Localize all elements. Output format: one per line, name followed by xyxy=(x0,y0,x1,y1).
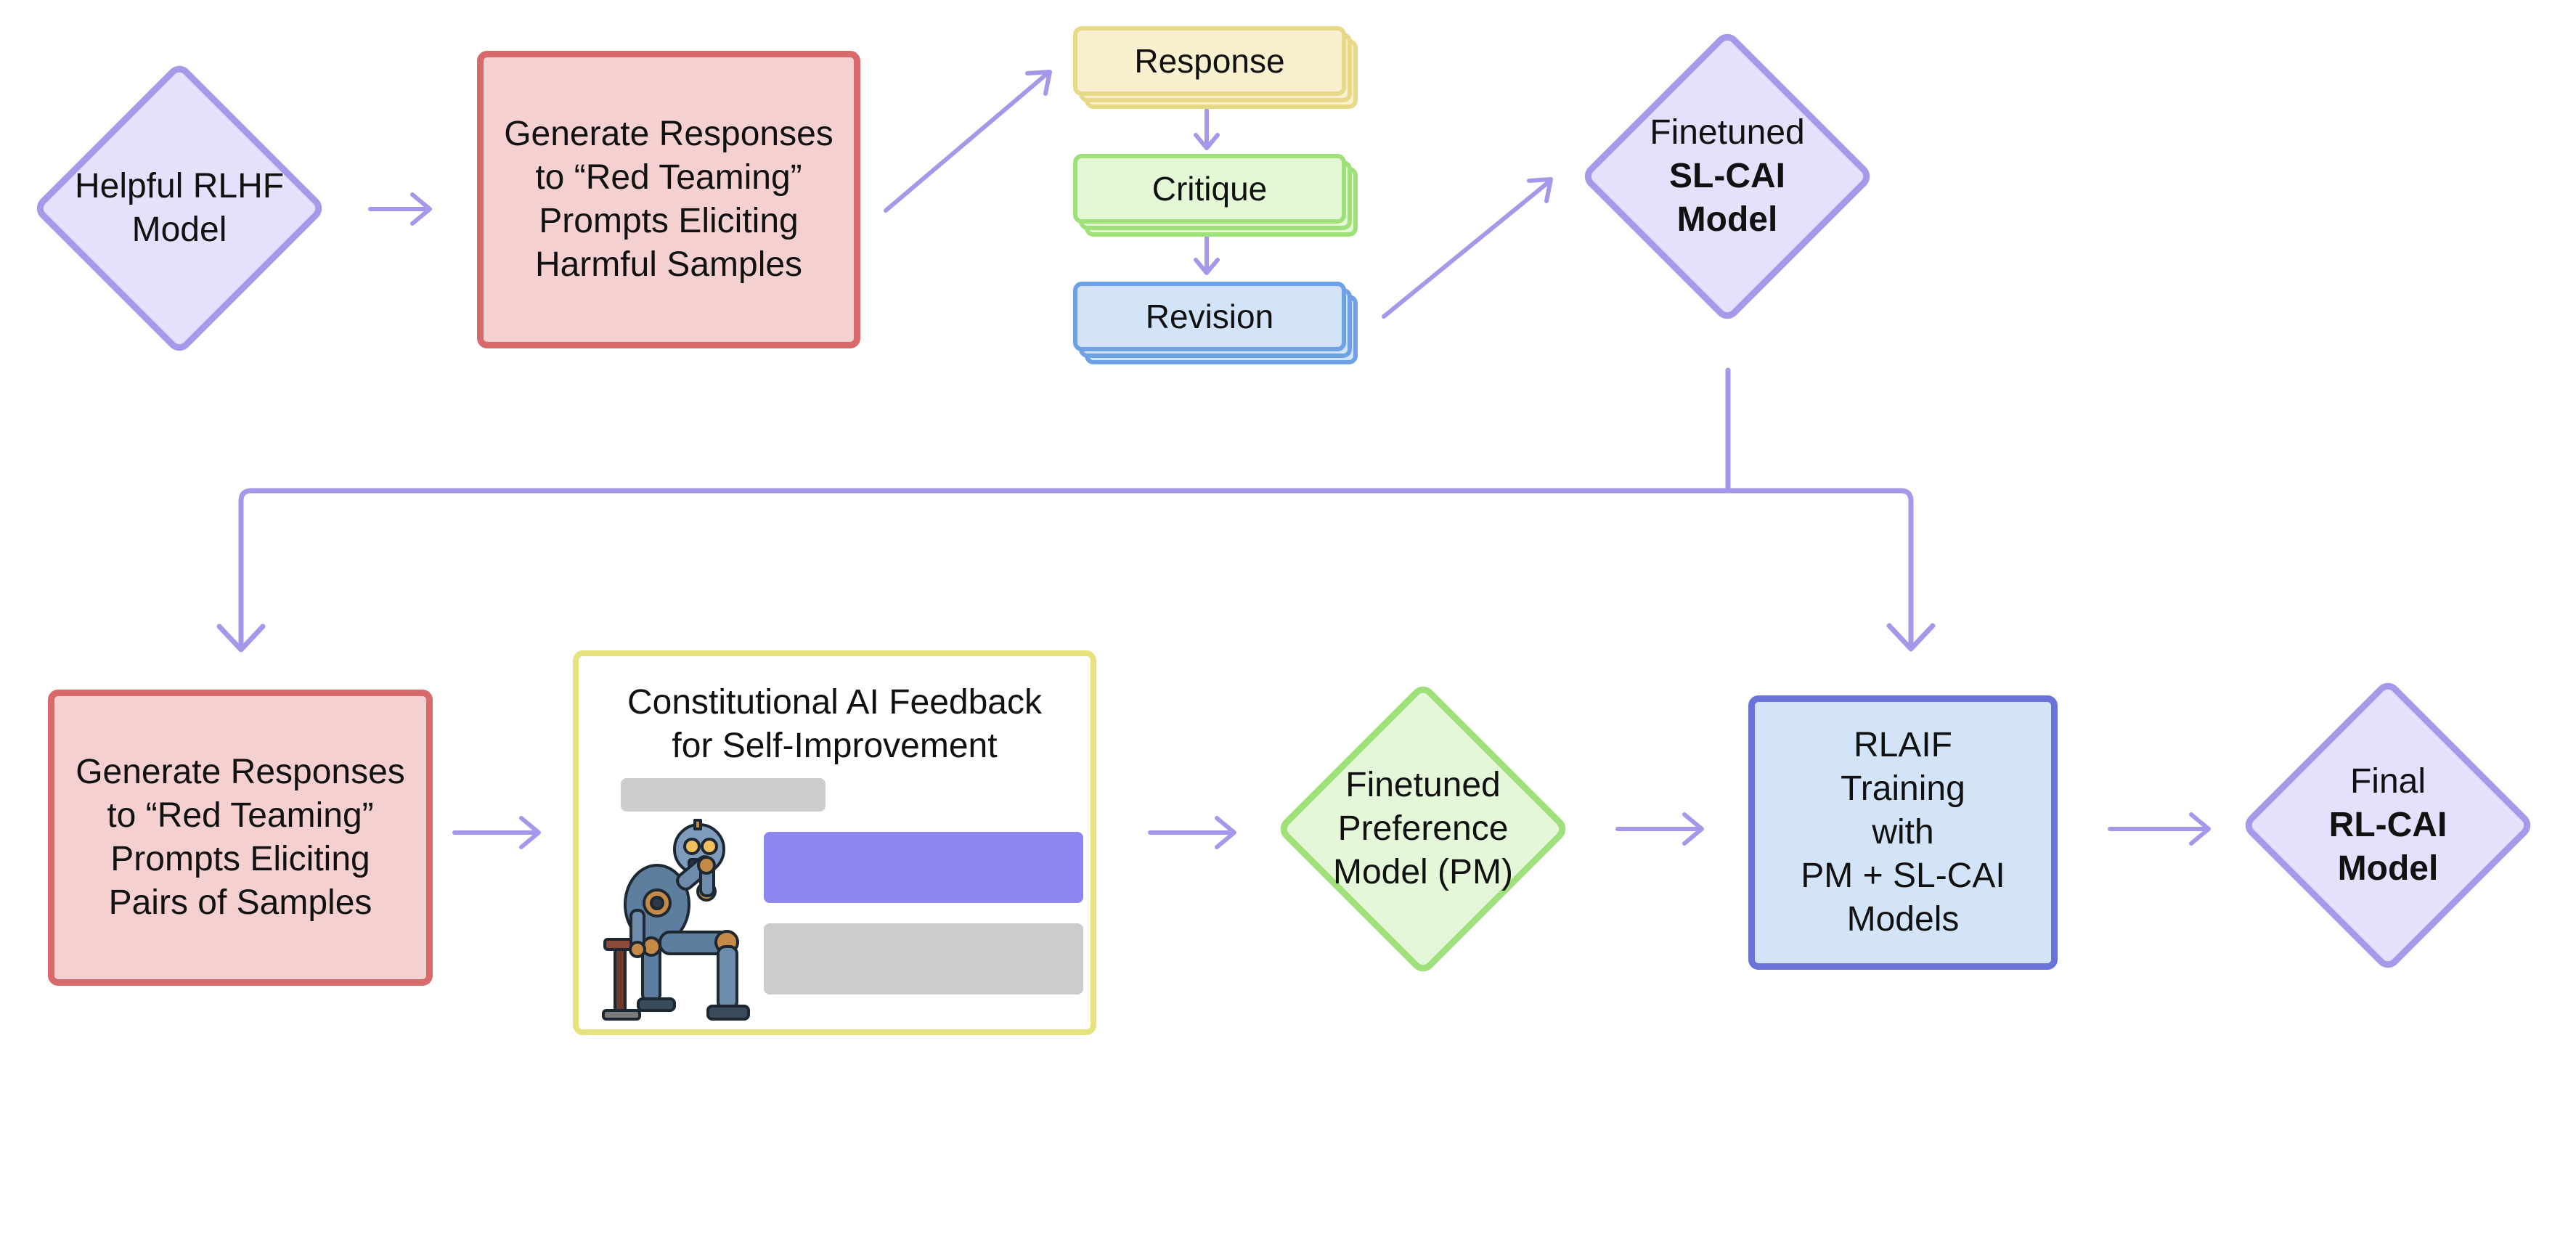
arrow-feedback-to-pm xyxy=(1148,816,1236,849)
branch-connector xyxy=(216,367,1936,653)
arrow-generate-to-feedback xyxy=(452,816,541,849)
generate-harmful-samples-node: Generate Responses to “Red Teaming” Prom… xyxy=(477,51,860,348)
response-stack: Response xyxy=(1073,26,1358,110)
node-label-line: Finetuned xyxy=(1345,766,1501,804)
node-label-line: Finetuned xyxy=(1650,113,1805,152)
node-label: Generate Responses to “Red Teaming” Prom… xyxy=(76,753,405,922)
response-label: Response xyxy=(1134,42,1285,80)
preference-model-node: Finetuned Preference Model (PM) xyxy=(1272,678,1574,980)
revision-stack: Revision xyxy=(1073,282,1358,366)
chat-bubble-header xyxy=(621,778,826,812)
arrow-rlaif-to-final xyxy=(2108,812,2211,846)
revision-label: Revision xyxy=(1145,298,1274,335)
node-label-line: RL-CAI xyxy=(2328,806,2447,844)
node-label: RLAIF Training with PM + SL-CAI Models xyxy=(1801,726,2005,939)
node-label-line: Model xyxy=(131,211,227,249)
node-label-line: Model (PM) xyxy=(1332,853,1514,891)
arrow-generate-to-response xyxy=(884,70,1052,213)
stack-layer xyxy=(1073,282,1346,351)
generate-pairs-node: Generate Responses to “Red Teaming” Prom… xyxy=(48,690,433,986)
constitutional-feedback-panel: Constitutional AI Feedback for Self-Impr… xyxy=(573,650,1096,1035)
rlaif-training-node: RLAIF Training with PM + SL-CAI Models xyxy=(1748,695,2058,970)
arrow-critique-to-revision xyxy=(1194,233,1220,275)
critique-label: Critique xyxy=(1152,170,1268,208)
arrow-response-to-critique xyxy=(1194,108,1220,150)
robot-thinker-image xyxy=(602,819,750,1021)
node-label-line: Final xyxy=(2349,762,2426,801)
chat-bubble-top xyxy=(764,832,1083,903)
stack-layer xyxy=(1073,26,1346,96)
arrow-helpful-to-generate xyxy=(368,192,432,226)
helpful-rlhf-model-node: Helpful RLHF Model xyxy=(29,58,330,359)
feedback-title: Constitutional AI Feedback for Self-Impr… xyxy=(627,683,1042,765)
node-label: Generate Responses to “Red Teaming” Prom… xyxy=(504,115,833,284)
critique-stack: Critique xyxy=(1073,154,1358,238)
arrow-revision-to-sl-cai xyxy=(1382,177,1553,319)
sl-cai-model-node: Finetuned SL-CAI Model xyxy=(1577,26,1878,327)
rl-cai-model-node: Final RL-CAI Model xyxy=(2238,675,2538,976)
node-label-line: Helpful RLHF xyxy=(74,167,285,205)
node-label-line: Model xyxy=(2337,849,2439,888)
chat-bubble-bottom xyxy=(764,923,1083,994)
stack-layer xyxy=(1073,154,1346,224)
node-label-line: Preference xyxy=(1337,809,1509,848)
node-label-line: SL-CAI xyxy=(1669,157,1785,195)
node-label-line: Model xyxy=(1676,200,1778,239)
arrow-pm-to-rlaif xyxy=(1615,812,1704,846)
